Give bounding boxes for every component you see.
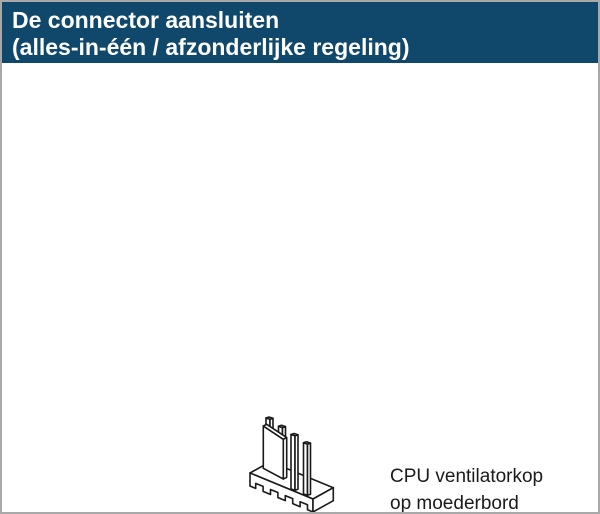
figure-caption-line1: CPU ventilatorkop xyxy=(390,466,544,487)
cpu-fan-header-illustration xyxy=(249,416,335,512)
connector-pin-3 xyxy=(290,432,299,492)
header-bar: De connector aansluiten (alles-in-één / … xyxy=(2,2,598,63)
connector-wall xyxy=(262,423,288,480)
figure-caption-line2: op moederbord xyxy=(390,493,519,514)
header-title-line1: De connector aansluiten xyxy=(12,7,280,33)
figure-caption: CPU ventilatorkop op moederbord xyxy=(390,463,544,514)
header-title-line2: (alles-in-één / afzonderlijke regeling) xyxy=(12,34,410,60)
connector-pin-4 xyxy=(302,441,312,497)
content-area: CPU ventilatorkop op moederbord xyxy=(2,63,598,512)
